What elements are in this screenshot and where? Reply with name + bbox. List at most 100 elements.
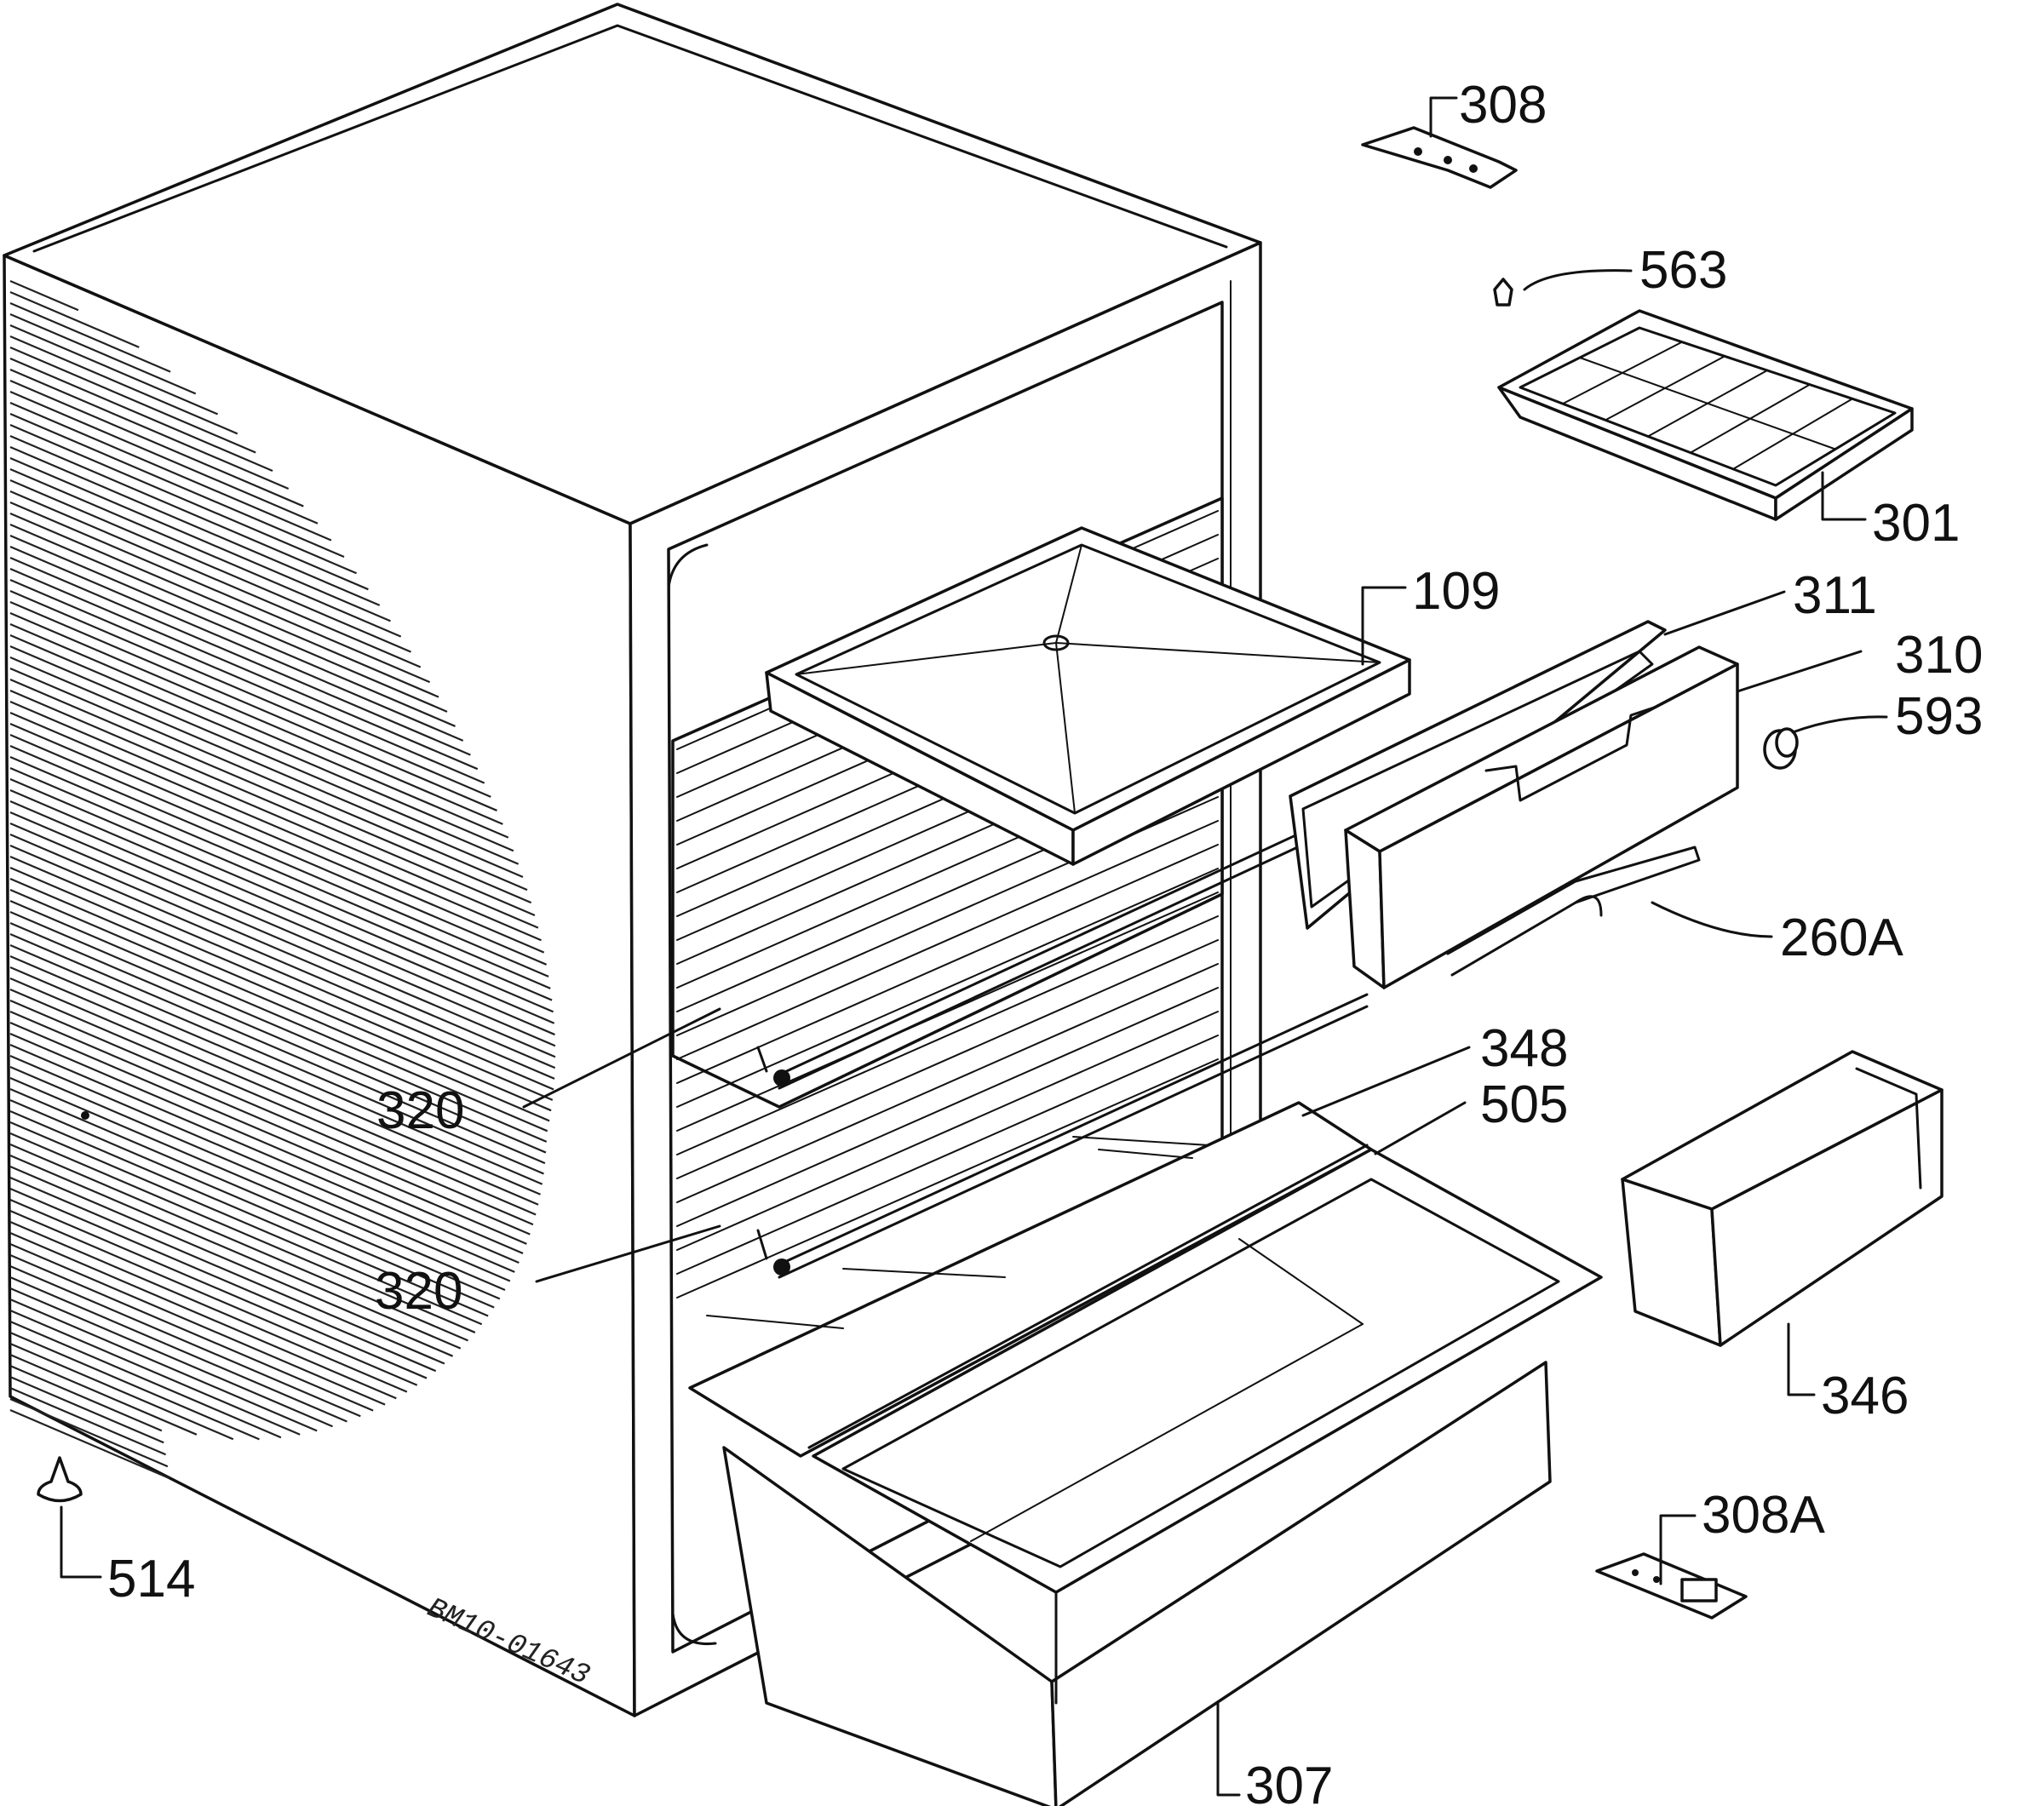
hatch-line bbox=[9, 1043, 520, 1264]
hatch-line bbox=[9, 977, 539, 1206]
hatch-line bbox=[9, 1342, 234, 1441]
hatch-line bbox=[9, 833, 556, 1069]
shelf-bar bbox=[676, 1035, 1219, 1275]
label-260a: 260A bbox=[1780, 909, 1903, 967]
hatch-line bbox=[9, 1287, 333, 1428]
hatch-line bbox=[9, 744, 549, 978]
hatch-line bbox=[9, 777, 554, 1013]
hatch-line bbox=[9, 1109, 489, 1317]
hatch-line bbox=[9, 512, 439, 698]
hatch-line bbox=[9, 611, 503, 825]
freezer-door bbox=[1344, 645, 1739, 989]
hatch-line bbox=[9, 943, 544, 1175]
hatch-line bbox=[9, 1098, 495, 1309]
plug-593 bbox=[1763, 727, 1799, 770]
hatch-line bbox=[9, 523, 448, 713]
hatch-line bbox=[9, 501, 431, 684]
hatch-line bbox=[9, 634, 514, 852]
hinge-bottom bbox=[1595, 1552, 1748, 1620]
hatch-line bbox=[9, 1054, 515, 1273]
hatch-line bbox=[9, 656, 524, 879]
hatch-line bbox=[9, 1154, 462, 1350]
shelf-bar bbox=[676, 1011, 1219, 1251]
hatch-line bbox=[9, 1408, 170, 1480]
hatch-line bbox=[9, 899, 548, 1132]
hatch-line bbox=[9, 600, 497, 811]
label-514: 514 bbox=[107, 1550, 195, 1608]
drip-tray bbox=[765, 526, 1411, 866]
hatch-line bbox=[9, 877, 552, 1112]
hatch-line bbox=[9, 844, 555, 1080]
hatch-line bbox=[9, 689, 536, 916]
hatch-line bbox=[9, 866, 554, 1101]
hatch-line bbox=[9, 822, 556, 1058]
hatch-line bbox=[9, 988, 537, 1216]
hatch-line bbox=[9, 456, 391, 622]
hatch-line bbox=[9, 1353, 198, 1436]
label-310: 310 bbox=[1895, 626, 1983, 685]
screw-563 bbox=[1493, 278, 1513, 307]
hatch-line bbox=[9, 711, 542, 942]
label-301: 301 bbox=[1872, 494, 1960, 553]
shelf-bar bbox=[676, 844, 1219, 1084]
hatch-line bbox=[9, 1132, 476, 1333]
hatch-line bbox=[9, 678, 532, 904]
hatch-line bbox=[9, 1076, 506, 1292]
hatch-line bbox=[9, 1276, 347, 1423]
hatch-line bbox=[9, 1364, 163, 1432]
hatch-line bbox=[9, 855, 554, 1091]
hatch-line bbox=[9, 412, 345, 559]
leader-lines bbox=[60, 96, 1888, 1797]
label-311: 311 bbox=[1793, 566, 1877, 625]
hatch-line bbox=[9, 1121, 483, 1326]
label-308a: 308A bbox=[1702, 1486, 1825, 1545]
hatch-line bbox=[9, 1032, 524, 1255]
hatch-line bbox=[9, 390, 319, 525]
label-563: 563 bbox=[1639, 241, 1727, 300]
shelf-bar bbox=[676, 915, 1219, 1155]
hatch-line bbox=[9, 556, 471, 756]
ice-cell-divider bbox=[1579, 357, 1836, 450]
hatch-line bbox=[9, 346, 256, 454]
hatch-line bbox=[9, 1010, 531, 1236]
hatch-line bbox=[9, 490, 422, 668]
hatch-line bbox=[9, 290, 140, 348]
shelf-bar bbox=[676, 963, 1219, 1203]
hatch-line bbox=[9, 1165, 454, 1357]
door-bottle-box bbox=[1621, 1050, 1944, 1347]
crisper-drawer bbox=[722, 1144, 1603, 1806]
hatch-line bbox=[9, 700, 539, 929]
wire-shelf-lower bbox=[756, 993, 1369, 1279]
hatch-line bbox=[9, 722, 545, 954]
hatch-line bbox=[9, 357, 273, 473]
hatch-line bbox=[9, 1143, 468, 1342]
hatch-line bbox=[9, 955, 543, 1185]
hatch-line bbox=[9, 932, 546, 1165]
hatch-line bbox=[9, 279, 79, 312]
hinge-top bbox=[1361, 126, 1518, 189]
hatch-line bbox=[9, 622, 509, 839]
hatch-line bbox=[9, 999, 534, 1226]
hatch-line bbox=[9, 1386, 167, 1456]
label-320-lower: 320 bbox=[375, 1262, 462, 1321]
hatch-line bbox=[9, 368, 290, 490]
freezer-spring bbox=[1446, 846, 1701, 977]
hatch-line bbox=[9, 324, 219, 416]
hatch-line bbox=[9, 534, 456, 727]
hatch-line bbox=[9, 921, 547, 1154]
label-320-upper: 320 bbox=[376, 1081, 464, 1140]
hatch-line bbox=[9, 1320, 282, 1439]
hatch-line bbox=[9, 578, 485, 784]
hatch-line bbox=[9, 1065, 511, 1282]
shelf-bar bbox=[676, 820, 1219, 1060]
side-screw-dot bbox=[81, 1111, 89, 1120]
hatch-line bbox=[9, 1298, 318, 1432]
hatch-line bbox=[9, 1021, 527, 1245]
label-348: 348 bbox=[1480, 1019, 1568, 1078]
hatch-line bbox=[9, 910, 548, 1143]
hatch-line bbox=[9, 434, 369, 591]
hatch-line bbox=[9, 423, 357, 575]
hatch-line bbox=[9, 1198, 428, 1379]
hatch-line bbox=[9, 1397, 169, 1468]
hatch-line bbox=[9, 567, 479, 771]
